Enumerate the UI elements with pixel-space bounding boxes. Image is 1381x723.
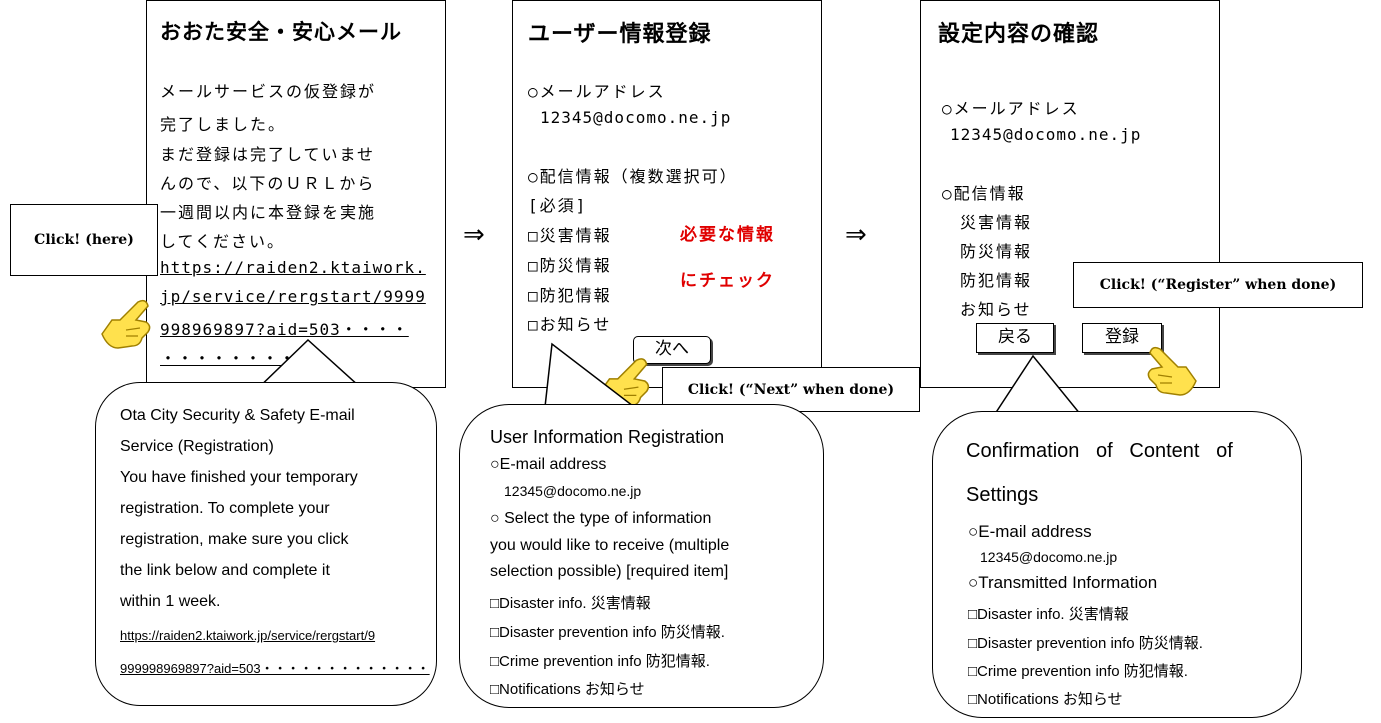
callout2-title: User Information Registration (490, 427, 725, 447)
click-register-label: Click! (“Register” when done) (1073, 262, 1363, 308)
callout2-option: □Disaster info. 災害情報 (490, 595, 651, 612)
english-translation-callout-confirmation (932, 411, 1302, 718)
pointing-hand-icon (101, 299, 151, 349)
panel2-email-heading: ○メールアドレス (528, 82, 666, 101)
callout3-title: Settings (966, 484, 1039, 506)
panel3-email-heading: ○メールアドレス (942, 99, 1080, 118)
panel3-email: 12345@docomo.ne.jp (950, 125, 1142, 144)
panel1-line: してください。 (160, 232, 286, 251)
delivery-option-checkbox[interactable]: □防災情報 (528, 256, 612, 275)
panel2-delivery-heading: ○配信情報（複数選択可） (528, 167, 738, 186)
panel1-line: メールサービスの仮登録が (160, 82, 377, 101)
flow-arrow: ⇒ (463, 220, 485, 250)
settings-confirmation-panel (920, 0, 1220, 388)
panel1-line: んので、以下のＵＲＬから (160, 174, 376, 193)
panel3-delivery-heading: ○配信情報 (942, 184, 1026, 203)
callout3-email: 12345@docomo.ne.jp (980, 549, 1118, 565)
callout2-option: □Crime prevention info 防犯情報. (490, 653, 710, 670)
callout1-line: Ota City Security & Safety E-mail (120, 407, 355, 424)
back-button[interactable]: 戻る (976, 323, 1054, 353)
click-next-text: Click! (“Next” when done) (687, 381, 895, 398)
check-needed-note: 必要な情報 (680, 225, 775, 245)
panel1-line: まだ登録は完了していませ (160, 145, 376, 164)
panel2-title: ユーザー情報登録 (528, 22, 712, 47)
delivery-option-checkbox[interactable]: □お知らせ (528, 315, 612, 334)
next-button[interactable]: 次へ (633, 336, 711, 364)
callout1-line: registration, make sure you click (120, 531, 349, 548)
pointing-hand-icon (1147, 346, 1197, 396)
panel2-email: 12345@docomo.ne.jp (540, 108, 732, 127)
click-here-text: Click! (here) (34, 232, 134, 248)
check-needed-note: にチェック (680, 271, 775, 291)
english-translation-callout-registration (459, 404, 824, 708)
callout1-line: registration. To complete your (120, 500, 330, 517)
panel3-title: 設定内容の確認 (938, 22, 1100, 47)
registration-link[interactable]: https://raiden2.ktaiwork. (160, 258, 426, 277)
callout3-email-heading: ○E-mail address (968, 522, 1092, 541)
speech-bubble-tail (543, 342, 647, 416)
panel3-delivery-item: 防災情報 (960, 242, 1033, 261)
flow-arrow: ⇒ (845, 220, 867, 250)
temp-registration-mail-panel (146, 0, 446, 388)
callout1-link[interactable]: https://raiden2.ktaiwork.jp/service/rerg… (120, 628, 376, 643)
panel1-line: 一週間以内に本登録を実施 (160, 203, 377, 222)
click-register-text: Click! (“Register” when done) (1099, 277, 1337, 293)
registration-link[interactable]: 998969897?aid=503・・・・ (160, 320, 409, 339)
callout3-option: □Notifications お知らせ (968, 691, 1123, 708)
callout2-select-line: ○ Select the type of information (490, 510, 712, 527)
callout3-info-heading: ○Transmitted Information (968, 573, 1158, 592)
callout1-line: the link below and complete it (120, 562, 330, 579)
callout3-option: □Disaster info. 災害情報 (968, 606, 1129, 623)
callout2-select-line: you would like to receive (multiple (490, 537, 730, 554)
callout1-line: within 1 week. (120, 593, 221, 610)
panel3-delivery-item: 災害情報 (960, 213, 1033, 232)
user-info-registration-panel (512, 0, 822, 388)
speech-bubble-tail (990, 354, 1086, 420)
callout3-title: Confirmation of Content of (966, 440, 1233, 462)
callout3-option: □Crime prevention info 防犯情報. (968, 663, 1188, 680)
click-here-label: Click! (here) (10, 204, 158, 276)
register-button[interactable]: 登録 (1082, 323, 1162, 353)
panel1-title: おおた安全・安心メール (160, 20, 402, 44)
callout2-option: □Notifications お知らせ (490, 681, 645, 698)
callout2-option: □Disaster prevention info 防災情報. (490, 624, 725, 641)
callout1-line: Service (Registration) (120, 438, 274, 455)
english-translation-callout-mail (95, 382, 437, 706)
callout1-link[interactable]: 999998969897?aid=503・・・・・・・・・・・・・ (120, 661, 430, 676)
panel3-delivery-item: お知らせ (960, 300, 1032, 319)
callout3-option: □Disaster prevention info 防災情報. (968, 635, 1203, 652)
panel3-delivery-item: 防犯情報 (960, 271, 1033, 290)
panel1-line: 完了しました。 (160, 115, 287, 134)
registration-link[interactable]: jp/service/rergstart/9999 (160, 287, 426, 306)
callout2-select-line: selection possible) [required item] (490, 563, 729, 580)
delivery-option-checkbox[interactable]: □災害情報 (528, 226, 612, 245)
callout2-email: 12345@docomo.ne.jp (504, 483, 642, 499)
delivery-option-checkbox[interactable]: □防犯情報 (528, 286, 612, 305)
registration-link[interactable]: ・・・・・・・・・ (160, 349, 314, 368)
callout1-line: You have finished your temporary (120, 469, 358, 486)
callout2-email-heading: ○E-mail address (490, 456, 607, 473)
panel2-required: [必須] (528, 196, 588, 215)
